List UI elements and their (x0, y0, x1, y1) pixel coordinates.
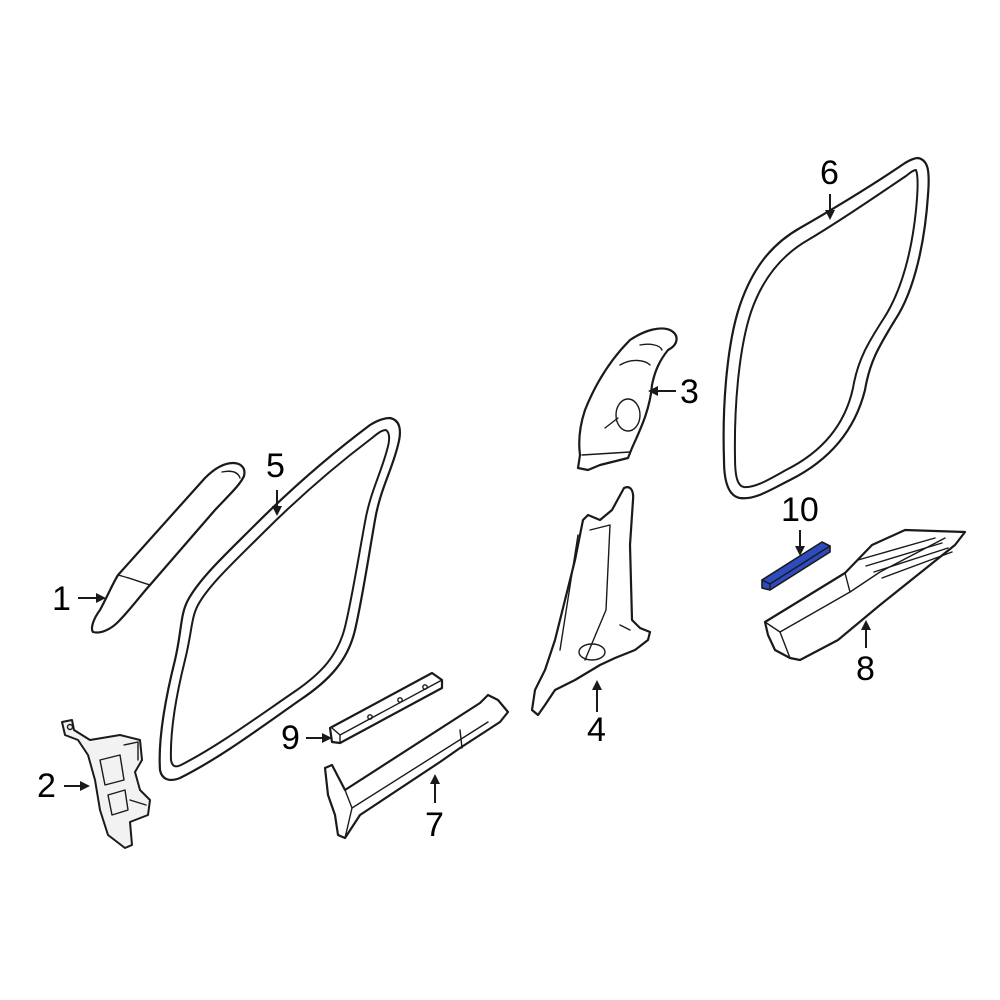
part-10-highlighted-strip[interactable] (761, 541, 831, 591)
part-6-rear-door-seal[interactable] (722, 156, 930, 500)
callout-4[interactable]: 4 (587, 711, 606, 749)
part-9-small-strip[interactable] (328, 671, 444, 745)
callout-7[interactable]: 7 (425, 806, 444, 844)
callout-9[interactable]: 9 (281, 719, 300, 757)
leader-lines (64, 194, 871, 803)
part-7-front-sill-plate[interactable] (323, 693, 510, 840)
callout-6[interactable]: 6 (820, 154, 839, 192)
part-4-lower-pillar-trim[interactable] (530, 486, 652, 717)
callout-1[interactable]: 1 (52, 580, 71, 618)
callout-2[interactable]: 2 (37, 767, 56, 805)
part-2-lower-bracket[interactable] (61, 719, 151, 849)
callout-3[interactable]: 3 (680, 373, 699, 411)
callout-labels: 1 2 3 4 5 6 7 8 9 10 (37, 154, 875, 844)
callout-8[interactable]: 8 (856, 650, 875, 688)
part-8-rear-sill-plate[interactable] (763, 528, 967, 662)
callout-5[interactable]: 5 (266, 447, 285, 485)
callout-10[interactable]: 10 (781, 491, 819, 529)
part-1-pillar-trim[interactable] (90, 461, 246, 634)
part-3-upper-pillar-trim[interactable] (576, 327, 678, 472)
